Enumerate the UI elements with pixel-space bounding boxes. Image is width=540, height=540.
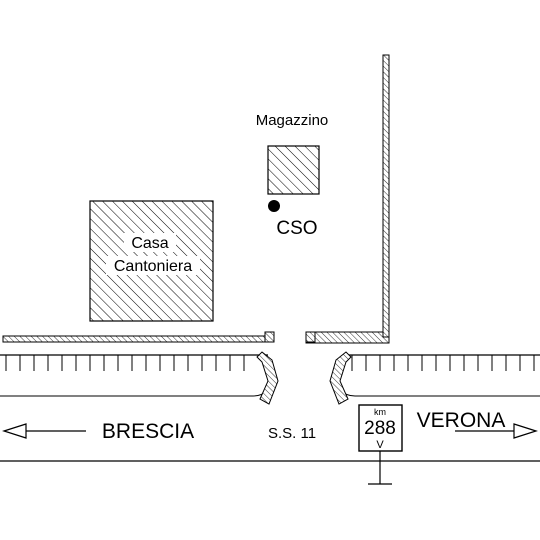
curb-left	[256, 351, 279, 405]
cantoniera-label-bg	[106, 256, 200, 275]
wall-right-segment	[305, 331, 390, 344]
road-verge-left	[0, 351, 279, 405]
arrow-brescia	[2, 423, 86, 439]
wall-left-segment	[2, 335, 275, 343]
gate-post-left	[264, 331, 275, 343]
brescia-label: BRESCIA	[102, 420, 194, 443]
km-sign-number: 288	[364, 418, 396, 439]
boundary-wall	[2, 54, 390, 344]
road-verge-right	[329, 351, 540, 405]
km-sign-plate	[358, 404, 403, 452]
gate-post-right	[305, 331, 316, 343]
road-name-label: S.S. 11	[268, 425, 316, 442]
casa-label-bg	[124, 233, 176, 252]
cso-label: CSO	[276, 218, 317, 239]
casa-label: Casa	[131, 235, 168, 252]
magazzino-label: Magazzino	[256, 112, 329, 129]
arrow-verona	[455, 423, 538, 439]
km-marker-sign	[358, 404, 403, 485]
magazzino-building	[267, 145, 320, 195]
cso-point-marker	[268, 200, 280, 212]
curb-right	[329, 351, 352, 405]
km-sign-unit: km	[374, 407, 386, 417]
verona-label: VERONA	[417, 409, 506, 432]
cantoniera-label: Cantoniera	[114, 258, 192, 275]
km-sign-letter: V	[376, 439, 384, 451]
